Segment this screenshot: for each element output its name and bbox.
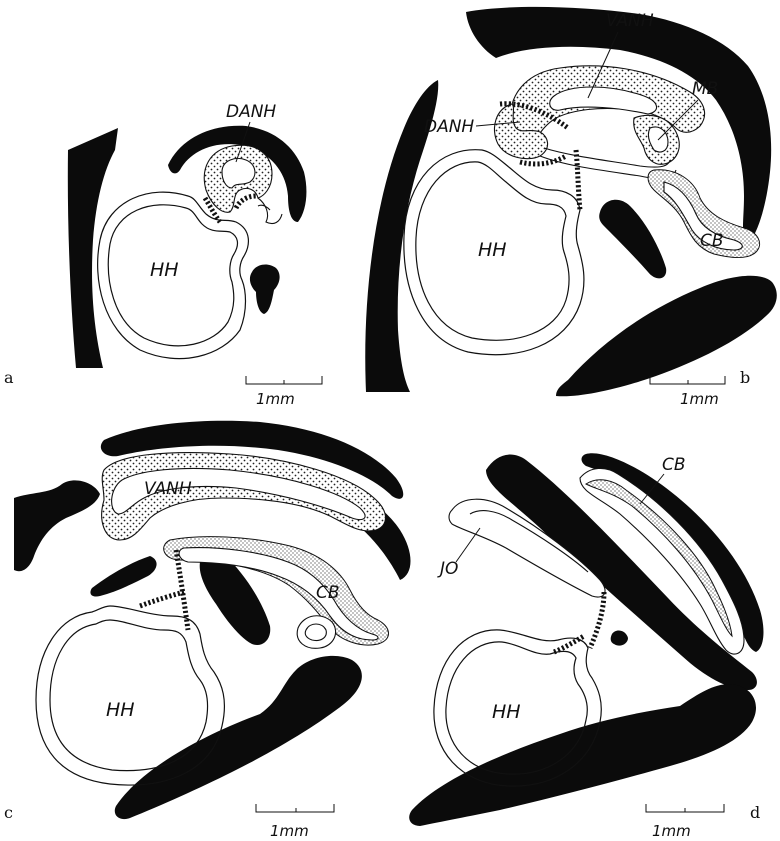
hh-label-c: HH — [106, 699, 135, 721]
panel-letter-a: a — [4, 368, 14, 387]
scale-label-a: 1mm — [256, 390, 295, 408]
hh-ring-c-inner — [50, 620, 208, 771]
jo-label-d: JO — [437, 559, 458, 579]
small-ring-c — [297, 616, 335, 649]
vanh-label-c: VANH — [144, 479, 192, 499]
panel-b: HH VANH DANH MB CB 1mm b — [365, 7, 777, 408]
scale-bar-b: 1mm — [650, 376, 725, 408]
panel-c: HH VANH CB 1mm c — [4, 421, 411, 840]
bone-left-a — [68, 128, 118, 368]
hh-label-d: HH — [492, 701, 521, 723]
bone-dot-d — [611, 631, 628, 646]
panel-letter-b: b — [740, 368, 750, 387]
bone-small-c — [90, 556, 156, 597]
panel-d: HH JO CB 1mm d — [409, 453, 763, 840]
jo-leader-d — [456, 528, 480, 562]
cb-label-d: CB — [662, 455, 686, 475]
bone-left-c — [14, 480, 100, 571]
hatch-duct-a2 — [236, 196, 256, 208]
bone-mid-b — [599, 200, 666, 279]
scale-label-d: 1mm — [652, 822, 691, 840]
cb-label-b: CB — [700, 231, 724, 251]
panel-letter-c: c — [4, 803, 13, 822]
scale-bar-a: 1mm — [246, 376, 322, 408]
scale-label-c: 1mm — [270, 822, 309, 840]
mb-label-b: MB — [692, 79, 718, 99]
bone-bottom-c — [115, 656, 362, 819]
scale-label-b: 1mm — [680, 390, 719, 408]
panel-a: HH DANH 1mm a — [4, 102, 322, 408]
panel-letter-d: d — [750, 803, 760, 822]
hatch-c2 — [140, 592, 184, 606]
hh-label-b: HH — [478, 239, 507, 261]
vanh-label-b: VANH — [606, 11, 654, 31]
danh-label-a: DANH — [226, 102, 276, 122]
bone-bottom-d — [409, 684, 756, 826]
scale-bar-d: 1mm — [646, 804, 724, 840]
duct-a — [258, 198, 282, 224]
cb-label-c: CB — [316, 583, 340, 603]
hh-label-a: HH — [150, 259, 179, 281]
danh-label-b: DANH — [424, 117, 474, 137]
scale-bar-c: 1mm — [256, 804, 334, 840]
hatch-d1 — [590, 592, 604, 648]
bone-blob-a — [250, 265, 280, 314]
